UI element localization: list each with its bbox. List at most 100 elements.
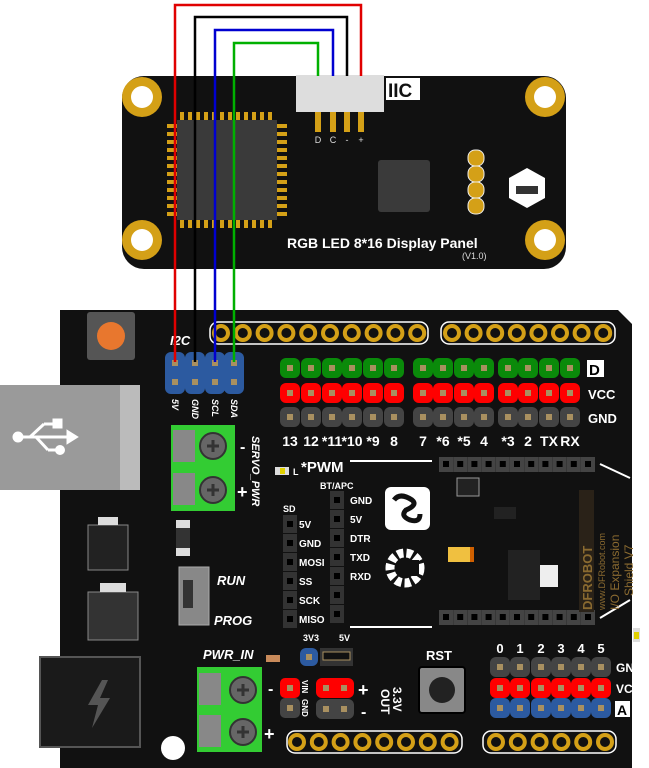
regulator-tab-2 bbox=[100, 583, 126, 592]
i2c-pin-label: SDA bbox=[229, 399, 239, 418]
header-pin-ring[interactable] bbox=[574, 733, 593, 751]
i2c-pin-pad bbox=[172, 379, 178, 385]
header-pin-ring[interactable] bbox=[255, 324, 274, 342]
mounting-hole bbox=[534, 86, 556, 108]
header-pin-ring[interactable] bbox=[464, 324, 483, 342]
header-pin-ring[interactable] bbox=[551, 324, 569, 342]
analog-pin-vcc-pad bbox=[558, 685, 564, 691]
digital-pin-signal-pad bbox=[370, 365, 376, 371]
bt-apc-pin-hole bbox=[334, 554, 340, 560]
header-pin-ring[interactable] bbox=[342, 324, 361, 342]
chip-pin bbox=[244, 112, 248, 120]
iic-connector[interactable] bbox=[296, 75, 384, 112]
sd-pin-hole bbox=[287, 521, 293, 527]
header-pin-ring[interactable] bbox=[552, 733, 571, 751]
digital-pin-gnd-pad bbox=[525, 414, 531, 420]
rst-label: RST bbox=[426, 648, 452, 663]
chip-pin bbox=[196, 112, 200, 120]
analog-row-label-box bbox=[615, 701, 630, 717]
vin-label: VIN bbox=[300, 680, 309, 694]
i2c-pin-sda[interactable] bbox=[224, 352, 244, 394]
mounting-hole bbox=[131, 229, 153, 251]
chip-pin bbox=[277, 172, 287, 176]
analog-pin-gnd-pad bbox=[517, 664, 523, 670]
digital-pin-vcc-pad bbox=[440, 390, 446, 396]
header-pin-ring[interactable] bbox=[299, 324, 318, 342]
header-pin-ring[interactable] bbox=[277, 324, 296, 342]
header-pin-ring[interactable] bbox=[508, 733, 527, 751]
pwr-plus-label: + bbox=[264, 724, 275, 744]
chip-pin bbox=[228, 112, 232, 120]
header-pin-ring[interactable] bbox=[530, 733, 549, 751]
brand-block: DFROBOT www.DFRobot.com I/O Expansion Sh… bbox=[579, 490, 636, 612]
i2c-pin-gnd[interactable] bbox=[185, 352, 205, 394]
header-pin-ring[interactable] bbox=[353, 733, 372, 751]
chip-pin bbox=[268, 220, 272, 228]
header-pin-ring[interactable] bbox=[309, 733, 328, 751]
regulator-tab bbox=[98, 517, 118, 525]
sd-pin-hole bbox=[287, 540, 293, 546]
usb-connector-edge bbox=[120, 385, 140, 490]
iic-pin-label: + bbox=[358, 135, 363, 145]
open-hardware-gear-icon bbox=[385, 548, 425, 588]
female-header-hole bbox=[443, 614, 449, 620]
analog-header-outline bbox=[286, 730, 463, 754]
i2c-pin-scl[interactable] bbox=[205, 352, 225, 394]
chip-pin bbox=[252, 220, 256, 228]
header-pin-ring[interactable] bbox=[386, 324, 405, 342]
header-pin-ring[interactable] bbox=[443, 324, 461, 342]
header-pin-ring[interactable] bbox=[364, 324, 383, 342]
product-name-2: Shield V7 bbox=[622, 544, 636, 596]
analog-pin-signal-pad bbox=[538, 705, 544, 711]
header-pin-ring[interactable] bbox=[487, 733, 505, 751]
female-header-hole bbox=[528, 614, 535, 620]
header-pin-ring[interactable] bbox=[321, 324, 339, 342]
header-pin-ring[interactable] bbox=[397, 733, 415, 751]
iic-label: IIC bbox=[388, 81, 413, 102]
header-pin-ring[interactable] bbox=[594, 324, 613, 342]
female-header-hole bbox=[585, 614, 591, 620]
iic-connector-pin bbox=[358, 112, 364, 132]
header-pin-ring[interactable] bbox=[529, 324, 548, 342]
header-pin-ring[interactable] bbox=[418, 733, 437, 751]
digital-pin-vcc-pad bbox=[481, 390, 487, 396]
header-pin-ring[interactable] bbox=[572, 324, 591, 342]
website-text: www.DFRobot.com bbox=[597, 533, 607, 611]
wire-5v bbox=[173, 3, 363, 362]
switch-slider[interactable] bbox=[183, 580, 193, 608]
chip-pin bbox=[167, 124, 177, 128]
digital-pin-label: *10 bbox=[341, 433, 362, 449]
header-pin-ring[interactable] bbox=[596, 733, 614, 751]
analog-pin-gnd-pad bbox=[598, 664, 604, 670]
header-pin-ring[interactable] bbox=[233, 324, 252, 342]
header-pin-ring[interactable] bbox=[288, 733, 306, 751]
top-left-button[interactable] bbox=[97, 322, 125, 350]
chip-pin bbox=[180, 112, 184, 120]
out-3v3-plus-pins[interactable] bbox=[316, 678, 354, 698]
servo-plus-label: + bbox=[237, 482, 248, 502]
chip-pin bbox=[277, 124, 287, 128]
jumper-5v-label: 5V bbox=[339, 633, 350, 643]
digital-header-outline bbox=[440, 321, 616, 345]
digital-pin-signal-pad bbox=[287, 365, 293, 371]
header-pin-ring[interactable] bbox=[486, 324, 505, 342]
i2c-pin-pad bbox=[192, 379, 198, 385]
header-pin-ring[interactable] bbox=[440, 733, 459, 751]
ldo-regulator bbox=[508, 550, 540, 600]
analog-row-label-a: A bbox=[617, 702, 627, 718]
header-pin-ring[interactable] bbox=[408, 324, 427, 342]
reset-button[interactable] bbox=[429, 677, 455, 703]
i2c-pin-pad bbox=[231, 360, 237, 366]
digital-pin-gnd-pad bbox=[349, 414, 355, 420]
header-pin-ring[interactable] bbox=[507, 324, 526, 342]
female-header-hole bbox=[457, 461, 464, 467]
out-3v3-minus-pins[interactable] bbox=[316, 699, 354, 719]
i2c-pin-5v[interactable] bbox=[165, 352, 185, 394]
sd-pin-hole bbox=[287, 597, 293, 603]
digital-pin-gnd-pad bbox=[505, 414, 511, 420]
digital-pin-vcc-pad bbox=[420, 390, 426, 396]
header-pin-ring[interactable] bbox=[331, 733, 350, 751]
header-pin-ring[interactable] bbox=[375, 733, 394, 751]
female-header-hole bbox=[457, 614, 464, 620]
